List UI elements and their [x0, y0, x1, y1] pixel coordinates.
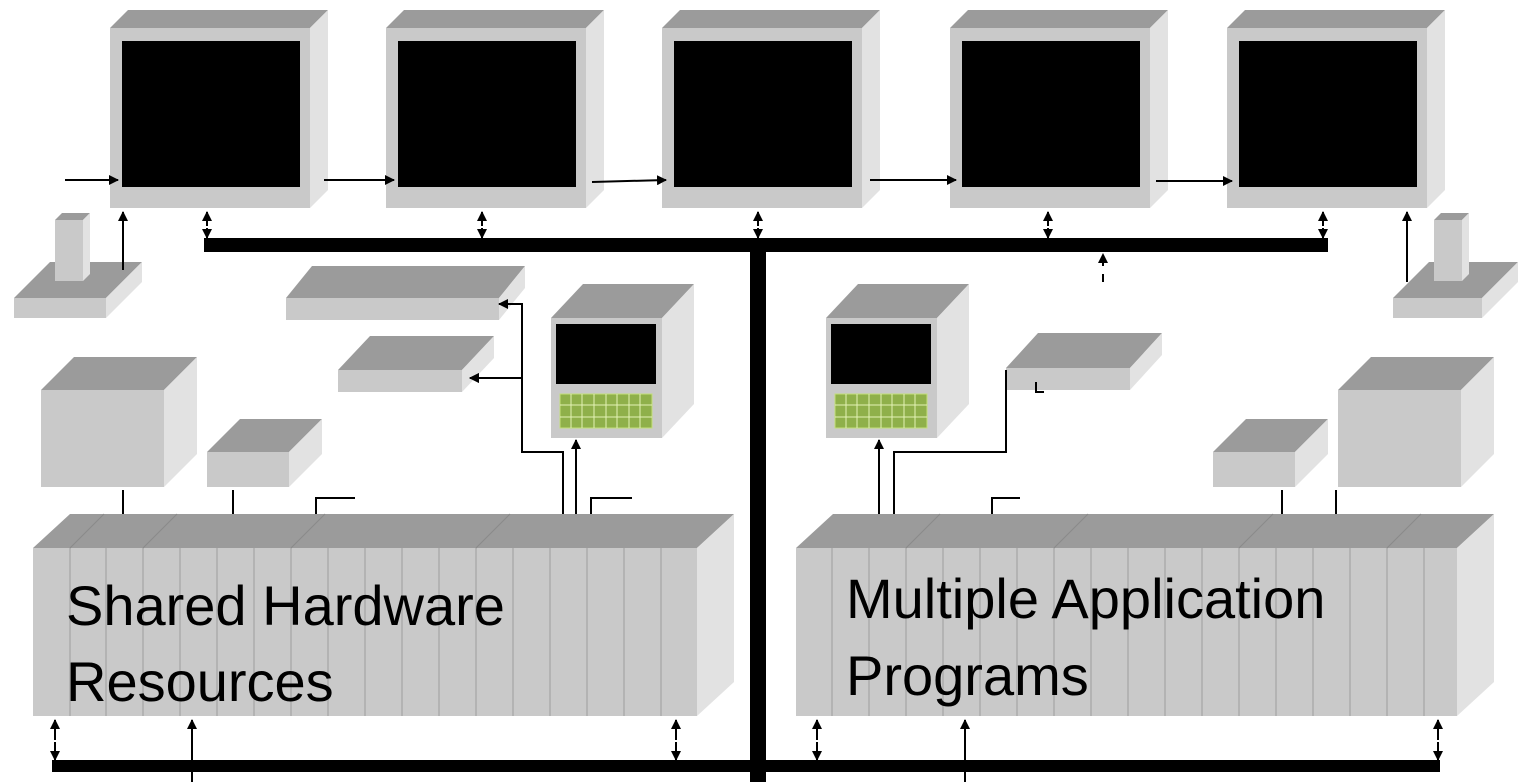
- top-bus-connectors: [202, 211, 1328, 282]
- peripheral-box-small-right: [1213, 419, 1328, 487]
- bottom-bus-connectors: [50, 719, 1443, 782]
- monitor-chain-arrows: [65, 175, 1233, 186]
- shared-hardware-label-line1: Shared Hardware: [66, 574, 505, 637]
- peripheral-flat-2: [338, 336, 494, 392]
- application-programs-rack: Multiple Application Programs: [796, 513, 1494, 716]
- workstation-monitor-5: [1227, 10, 1445, 208]
- center-bus: [750, 238, 766, 782]
- terminal-right-keypad: [834, 393, 928, 429]
- terminal-left-keypad: [559, 393, 653, 429]
- peripheral-flat-right: [1006, 333, 1162, 390]
- peripheral-flat-1: [286, 266, 525, 320]
- workstation-monitor-2: [386, 10, 604, 208]
- workstation-monitor-3: [662, 10, 880, 208]
- input-device-arrows: [118, 211, 1412, 282]
- shared-hardware-rack: Shared Hardware Resources: [33, 513, 734, 716]
- peripheral-box-large-right: [1338, 357, 1494, 487]
- shared-hardware-label-line2: Resources: [66, 650, 334, 713]
- input-device-right: [1393, 213, 1518, 318]
- peripheral-box-large-left: [41, 357, 197, 487]
- terminal-left: [551, 284, 694, 438]
- application-programs-label-line2: Programs: [846, 644, 1089, 707]
- bottom-bus: [52, 760, 1440, 772]
- application-programs-label-line1: Multiple Application: [846, 567, 1325, 630]
- workstation-monitor-1: [110, 10, 328, 208]
- input-device-left: [14, 213, 142, 318]
- top-bus: [204, 238, 1328, 782]
- terminal-right: [826, 284, 969, 438]
- peripheral-box-small-left: [207, 419, 322, 487]
- workstation-monitor-4: [950, 10, 1168, 208]
